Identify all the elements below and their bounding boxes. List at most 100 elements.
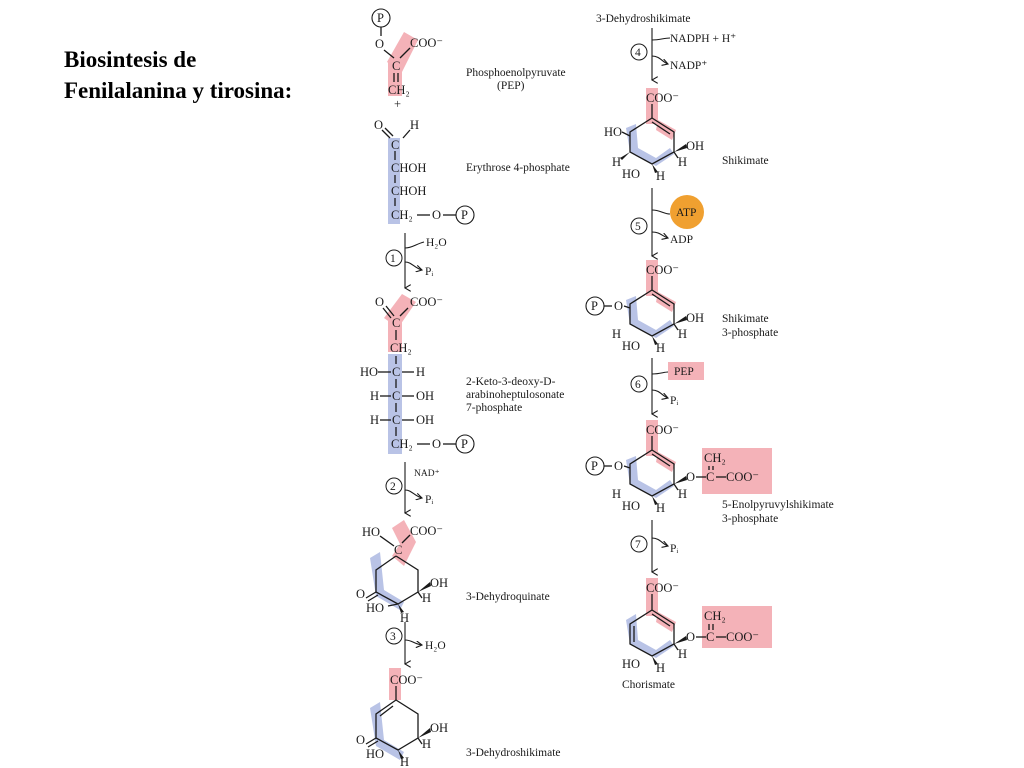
epsp-ether-oxygen: O: [686, 470, 695, 484]
s3p-h-2: H: [612, 327, 621, 341]
epsp-enol-carboxylate: COO⁻: [726, 470, 759, 484]
s3p-h: H: [678, 327, 687, 341]
step-4-output: NADP⁺: [670, 60, 707, 72]
e4p-blue-highlight: [388, 138, 400, 224]
shikimate-h-3: H: [656, 169, 665, 183]
s3p-name-line1: Shikimate: [722, 313, 769, 325]
chorismate-enol-carboxylate: COO⁻: [726, 630, 759, 644]
dhq-carbon: C: [394, 543, 402, 557]
dhs-bottom-red-highlight: [389, 668, 401, 700]
page-title: Biosintesis de Fenilalanina y tirosina:: [64, 44, 292, 106]
dahp-ho-1: HO: [360, 365, 378, 379]
epsp-ch2: CH₂: [704, 451, 726, 465]
step-5-output: ADP: [670, 234, 693, 246]
chorismate-carboxylate: COO⁻: [646, 581, 679, 595]
phosphate-label: P: [377, 11, 384, 25]
dhs-bottom-structure: COO⁻ O OH H HO H: [356, 668, 448, 768]
epsp-blue-highlight: [626, 456, 674, 498]
e4p-phosphate: P: [461, 208, 468, 222]
step-1-arrow: 1 H₂O Pᵢ: [385, 233, 447, 288]
pep-box: [668, 362, 704, 380]
dahp-structure: O C COO⁻ CH₂ HO C H H C OH H C OH CH₂ O …: [360, 294, 475, 454]
epsp-h-2: H: [612, 487, 621, 501]
step-7-arrow: 7 Pᵢ: [630, 520, 678, 572]
chorismate-ch2: CH₂: [704, 609, 726, 623]
shikimate-structure: COO⁻ HO OH H H HO H: [604, 88, 704, 183]
dhq-oh: OH: [430, 576, 448, 590]
shikimate-blue-highlight: [626, 124, 674, 166]
chorismate-enolpyruvyl-highlight: [702, 606, 772, 648]
oxygen-label: O: [375, 37, 384, 51]
dhq-name: 3-Dehydroquinate: [466, 591, 550, 603]
epsp-enol-carbon: C: [706, 470, 714, 484]
step-4-arrow: 4 NADPH + H⁺ NADP⁺: [630, 28, 736, 80]
s3p-carboxylate: COO⁻: [646, 263, 679, 277]
s3p-phosphate: P: [591, 299, 598, 313]
shikimate-name: Shikimate: [722, 155, 769, 167]
chorismate-structure: COO⁻ O C COO⁻ CH₂ H HO H: [622, 578, 772, 675]
dahp-carboxylate: COO⁻: [410, 295, 443, 309]
step-6-arrow: 6 PEP Pᵢ: [630, 358, 704, 414]
dhq-ho: HO: [362, 525, 380, 539]
dhs-bottom-blue-highlight: [370, 702, 404, 760]
s3p-h-3: H: [656, 341, 665, 355]
epsp-ester-oxygen: O: [614, 459, 623, 473]
step-4-number: 4: [635, 47, 641, 59]
step-5-arrow: 5 ATP ADP: [630, 188, 704, 256]
dhq-carboxylate: COO⁻: [410, 524, 443, 538]
shikimate-h: H: [678, 155, 687, 169]
epsp-name-line1: 5-Enolpyruvylshikimate: [722, 499, 834, 511]
pep-structure: P O C COO⁻ CH₂ +: [371, 8, 443, 111]
pep-name: Phosphoenolpyruvate: [466, 67, 566, 79]
epsp-name-line2: 3-phosphate: [722, 513, 778, 525]
step-2-cofactor: NAD⁺: [414, 469, 440, 479]
dhs-top-name: 3-Dehydroshikimate: [596, 13, 691, 25]
dhq-h: H: [422, 591, 431, 605]
dahp-name-line2: arabinoheptulosonate: [466, 389, 564, 401]
pep-abbr: (PEP): [497, 80, 525, 92]
shikimate-carboxylate: COO⁻: [646, 91, 679, 105]
step-6-input: PEP: [674, 366, 694, 378]
dhq-ho-2: HO: [366, 601, 384, 615]
step-5-number: 5: [635, 221, 641, 233]
chorismate-red-highlight-2: [656, 612, 676, 632]
s3p-blue-highlight: [626, 296, 674, 338]
epsp-structure: COO⁻ P O O C COO⁻ CH₂ H H HO H: [585, 420, 772, 515]
dhs-bottom-oh: OH: [430, 721, 448, 735]
chorismate-blue-highlight: [626, 614, 674, 658]
epsp-phosphate: P: [591, 459, 598, 473]
s3p-ester-oxygen: O: [614, 299, 623, 313]
dahp-name-line3: 7-phosphate: [466, 402, 522, 414]
dahp-phosphate: P: [461, 437, 468, 451]
shikimate-h-2: H: [612, 155, 621, 169]
step-3-number: 3: [390, 631, 396, 643]
dahp-ch2-2: CH₂: [391, 437, 413, 451]
plus-sign: +: [394, 97, 401, 111]
dahp-oh-1: OH: [416, 389, 434, 403]
ch2-e4p: CH₂: [391, 208, 413, 222]
dahp-oh-2: OH: [416, 413, 434, 427]
epsp-h-3: H: [656, 501, 665, 515]
step-2-arrow: 2 NAD⁺ Pᵢ: [385, 462, 440, 513]
dahp-h-1: H: [416, 365, 425, 379]
step-1-output: Pᵢ: [425, 266, 433, 278]
dahp-keto-carbon: C: [392, 316, 400, 330]
epsp-enolpyruvyl-highlight: [702, 448, 772, 494]
s3p-oh: OH: [686, 311, 704, 325]
carbon-label: C: [392, 59, 400, 73]
step-1-number: 1: [390, 253, 396, 265]
dhs-bottom-ho: HO: [366, 747, 384, 761]
chorismate-enol-carbon: C: [706, 630, 714, 644]
chorismate-ho: HO: [622, 657, 640, 671]
s3p-name-line2: 3-phosphate: [722, 327, 778, 339]
pep-red-highlight-2: [388, 60, 402, 96]
dhs-bottom-keto-oxygen: O: [356, 733, 365, 747]
chorismate-ether-oxygen: O: [686, 630, 695, 644]
dahp-name-line1: 2-Keto-3-deoxy-D-: [466, 376, 556, 388]
epsp-red-highlight-2: [656, 452, 676, 472]
chohh-1: CHOH: [391, 161, 426, 175]
dahp-h-2: H: [370, 389, 379, 403]
epsp-carboxylate: COO⁻: [646, 423, 679, 437]
dhs-bottom-h: H: [422, 737, 431, 751]
